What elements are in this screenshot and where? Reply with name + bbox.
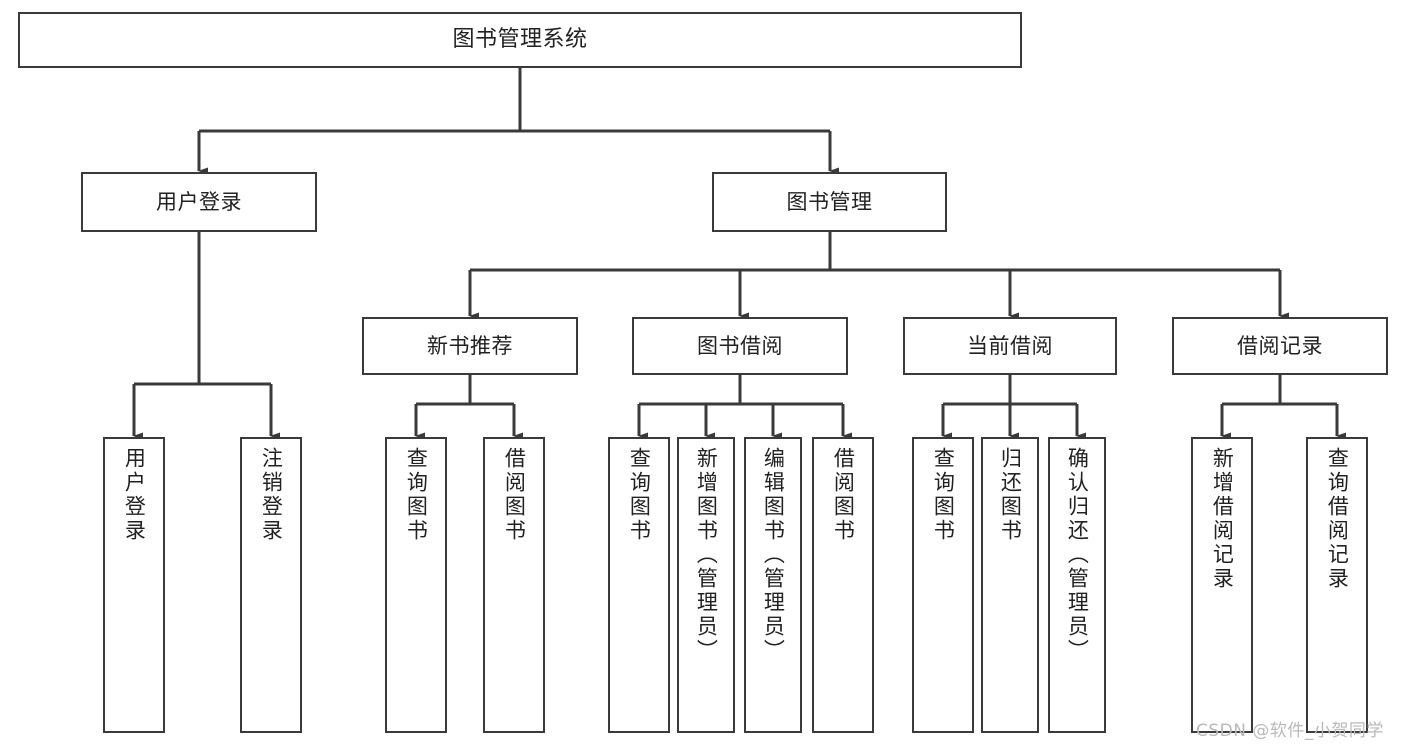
node-label-leaf-rec-search: 查询借阅记录 [1325,447,1350,591]
node-book-borrow[interactable]: 图书借阅 [632,317,848,375]
node-new-book-rec[interactable]: 新书推荐 [362,317,578,375]
node-leaf-borrow-do[interactable]: 借阅图书 [812,437,874,733]
node-borrow-record[interactable]: 借阅记录 [1172,317,1388,375]
node-leaf-borrow-query[interactable]: 查询图书 [608,437,670,733]
node-label-root: 图书管理系统 [452,26,588,52]
node-label-leaf-borrow-add: 新增图书（管理员） [694,447,719,663]
node-leaf-user-logout[interactable]: 注销登录 [240,437,302,733]
node-leaf-cur-return[interactable]: 归还图书 [981,437,1039,733]
node-leaf-rec-borrow[interactable]: 借阅图书 [483,437,545,733]
node-current-borrow[interactable]: 当前借阅 [903,317,1117,375]
node-book-manage[interactable]: 图书管理 [712,172,947,232]
node-label-leaf-borrow-edit: 编辑图书（管理员） [761,447,786,663]
node-label-leaf-rec-borrow: 借阅图书 [502,447,527,543]
node-leaf-rec-query[interactable]: 查询图书 [385,437,447,733]
node-leaf-borrow-edit[interactable]: 编辑图书（管理员） [744,437,802,733]
node-leaf-cur-query[interactable]: 查询图书 [912,437,974,733]
node-label-leaf-rec-add: 新增借阅记录 [1210,447,1235,591]
csdn-watermark: CSDN @软件_小贺同学 [1196,721,1384,741]
node-leaf-rec-add[interactable]: 新增借阅记录 [1191,437,1253,733]
node-leaf-rec-search[interactable]: 查询借阅记录 [1306,437,1368,733]
node-label-leaf-user-login: 用户登录 [122,447,147,543]
node-leaf-cur-confirm[interactable]: 确认归还（管理员） [1048,437,1106,733]
node-label-current-borrow: 当前借阅 [967,333,1053,358]
node-label-leaf-user-logout: 注销登录 [259,447,284,543]
node-label-leaf-cur-confirm: 确认归还（管理员） [1065,447,1090,663]
node-label-new-book-rec: 新书推荐 [427,333,513,358]
node-leaf-user-login[interactable]: 用户登录 [103,437,165,733]
node-label-leaf-borrow-query: 查询图书 [627,447,652,543]
node-label-book-manage: 图书管理 [786,189,873,214]
node-root[interactable]: 图书管理系统 [18,12,1022,68]
node-label-borrow-record: 借阅记录 [1237,333,1323,358]
node-label-leaf-cur-return: 归还图书 [998,447,1023,543]
node-label-book-borrow: 图书借阅 [697,333,783,358]
node-user-login[interactable]: 用户登录 [81,172,317,232]
node-label-user-login: 用户登录 [156,189,242,214]
node-label-leaf-borrow-do: 借阅图书 [831,447,856,543]
node-label-leaf-cur-query: 查询图书 [931,447,956,543]
node-leaf-borrow-add[interactable]: 新增图书（管理员） [677,437,735,733]
node-label-leaf-rec-query: 查询图书 [404,447,429,543]
